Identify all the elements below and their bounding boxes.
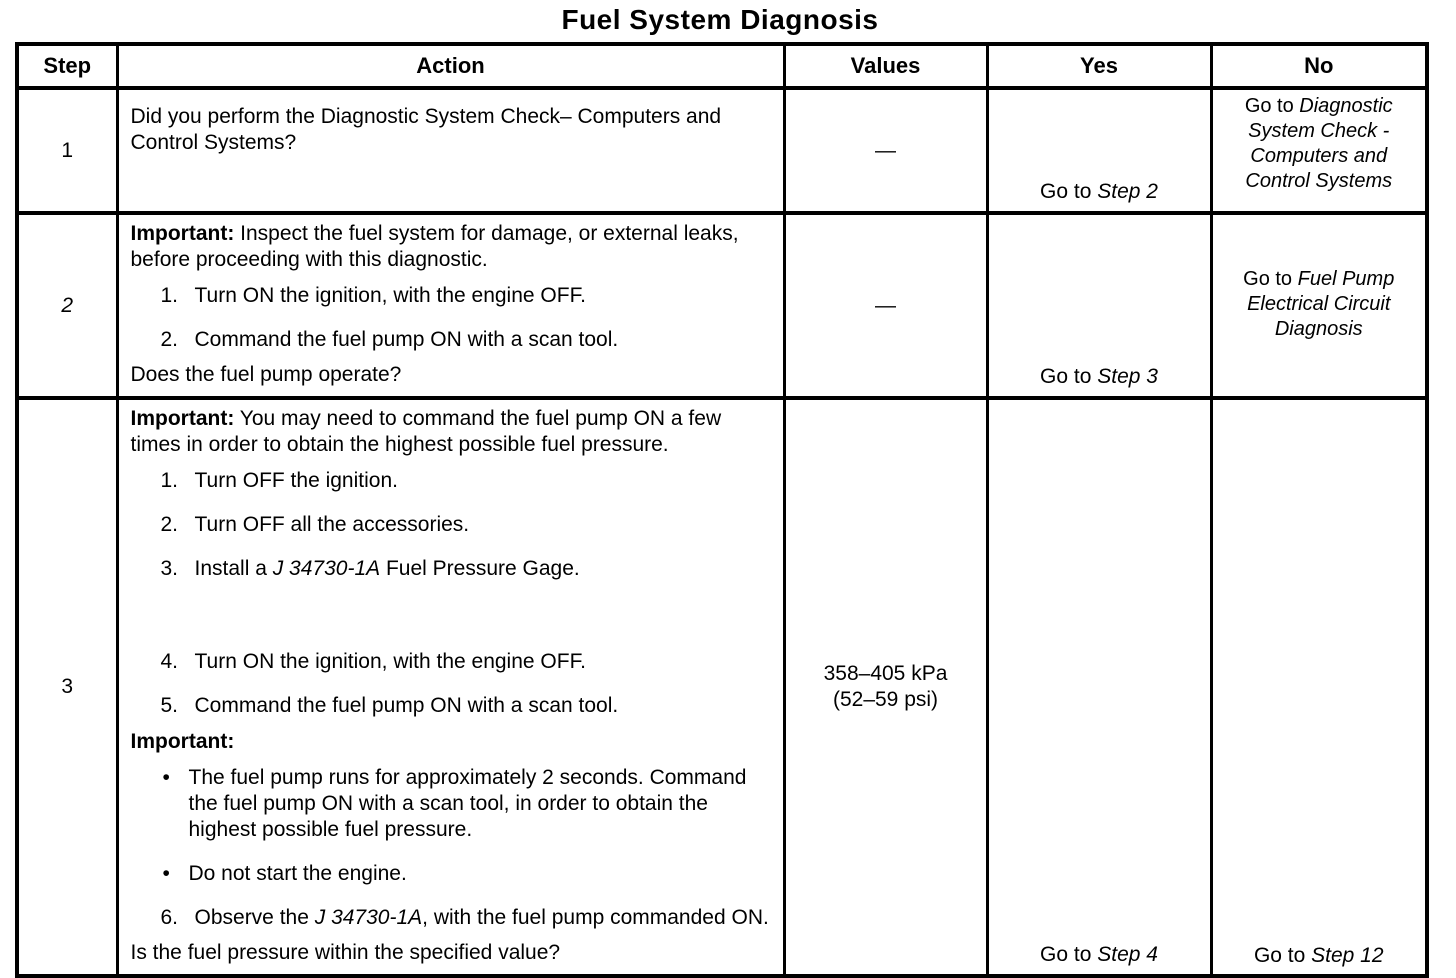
col-header-no: No: [1209, 42, 1429, 90]
diagnosis-table: Step Action Values Yes No 1 Did you perf…: [15, 42, 1429, 978]
text-run: Fuel Pump Electrical Circuit Diagnosis: [1247, 268, 1395, 340]
list-item-text: Turn OFF all the accessories.: [195, 512, 773, 538]
text-run: Observe the: [194, 906, 315, 929]
values-cell: —: [782, 211, 989, 400]
list-marker: 1.: [160, 469, 179, 492]
action-cell: Important: Inspect the fuel system for d…: [115, 211, 786, 400]
step-number: 2: [15, 211, 119, 400]
action-content: Important: You may need to command the f…: [120, 402, 781, 972]
text-run: Fuel Pressure Gage.: [380, 557, 580, 580]
text-run: Does the fuel pump operate?: [130, 363, 402, 386]
list-item-text: Turn ON the ignition, with the engine OF…: [195, 649, 773, 675]
list-item-text: Do not start the engine.: [189, 861, 773, 887]
text-run: Diagnostic System Check - Computers and …: [1245, 95, 1393, 192]
action-item: 5. Command the fuel pump ON with a scan t…: [131, 693, 773, 719]
text-run: Go to: [1040, 943, 1098, 966]
text-run: Step 2: [1097, 180, 1158, 203]
text-run: You may need to command the fuel pump ON…: [130, 407, 722, 456]
action-item: Important: You may need to command the f…: [131, 406, 773, 458]
table-row: 2 Important: Inspect the fuel system for…: [15, 211, 1429, 400]
text-run: J 34730-1A: [314, 906, 423, 929]
list-marker: 2.: [160, 328, 179, 351]
list-item-text: Observe the J 34730-1A, with the fuel pu…: [195, 905, 773, 931]
text-run: Important:: [130, 222, 235, 245]
no-cell: Go to Fuel Pump Electrical Circuit Diagn…: [1209, 211, 1429, 400]
list-marker: 4.: [160, 650, 179, 673]
action-item: 6. Observe the J 34730-1A, with the fuel …: [131, 905, 773, 931]
list-marker: •: [162, 766, 170, 789]
action-content: Important: Inspect the fuel system for d…: [120, 217, 781, 394]
text-run: Go to: [1243, 268, 1298, 290]
table-row: 3 Important: You may need to command the…: [15, 396, 1429, 978]
text-run: Go to: [1244, 95, 1300, 117]
list-marker: 6.: [160, 906, 179, 929]
no-cell: Go to Step 12: [1209, 396, 1429, 978]
list-marker: 1.: [160, 284, 179, 307]
step-number: 1: [15, 86, 119, 215]
yes-cell: Go to Step 3: [985, 211, 1213, 400]
list-marker: 3.: [160, 557, 179, 580]
action-item: 2. Turn OFF all the accessories.: [131, 512, 773, 538]
list-marker: 5.: [160, 694, 179, 717]
text-run: Turn ON the ignition, with the engine OF…: [194, 650, 586, 673]
action-item: 2. Command the fuel pump ON with a scan t…: [131, 327, 773, 353]
text-run: Important:: [130, 407, 235, 430]
text-run: Step 4: [1097, 943, 1158, 966]
list-item-text: Command the fuel pump ON with a scan too…: [195, 327, 773, 353]
table-row: 1 Did you perform the Diagnostic System …: [15, 86, 1429, 215]
text-run: Turn OFF all the accessories.: [194, 513, 470, 536]
col-header-yes: Yes: [985, 42, 1213, 90]
text-run: Step 12: [1311, 944, 1384, 967]
list-item-text: Install a J 34730-1A Fuel Pressure Gage.: [195, 556, 773, 582]
action-item: 1. Turn ON the ignition, with the engine …: [131, 283, 773, 309]
action-item: • Do not start the engine.: [131, 861, 773, 887]
list-item-text: Turn OFF the ignition.: [195, 468, 773, 494]
no-cell: Go to Diagnostic System Check - Computer…: [1209, 86, 1429, 215]
text-run: Did you perform the Diagnostic System Ch…: [130, 105, 722, 154]
col-header-step: Step: [15, 42, 119, 90]
values-cell: —: [782, 86, 989, 215]
text-run: Command the fuel pump ON with a scan too…: [194, 328, 619, 351]
action-item: 3. Install a J 34730-1A Fuel Pressure Gag…: [131, 556, 773, 582]
action-cell: Did you perform the Diagnostic System Ch…: [115, 86, 786, 215]
step-number: 3: [15, 396, 119, 978]
text-run: Turn OFF the ignition.: [194, 469, 398, 492]
text-run: Inspect the fuel system for damage, or e…: [130, 222, 739, 271]
action-item: 4. Turn ON the ignition, with the engine …: [131, 649, 773, 675]
action-content: Did you perform the Diagnostic System Ch…: [120, 92, 781, 209]
list-item-text: Command the fuel pump ON with a scan too…: [195, 693, 773, 719]
header-row: Step Action Values Yes No: [15, 42, 1429, 90]
list-marker: 2.: [160, 513, 179, 536]
text-run: Step 3: [1097, 365, 1158, 388]
action-item: Important: Inspect the fuel system for d…: [131, 221, 773, 273]
yes-cell: Go to Step 4: [985, 396, 1213, 978]
page-title: Fuel System Diagnosis: [561, 4, 879, 35]
list-item-text: Turn ON the ignition, with the engine OF…: [195, 283, 773, 309]
action-item: 1. Turn OFF the ignition.: [131, 468, 773, 494]
action-item: Did you perform the Diagnostic System Ch…: [131, 104, 773, 156]
list-marker: •: [162, 862, 170, 885]
text-run: The fuel pump runs for approximately 2 s…: [188, 766, 747, 841]
action-item: Does the fuel pump operate?: [131, 362, 773, 388]
text-run: Command the fuel pump ON with a scan too…: [194, 694, 619, 717]
text-run: Important:: [130, 730, 235, 753]
action-item: Important:: [131, 729, 773, 755]
text-run: Go to: [1253, 944, 1312, 967]
text-run: Install a: [194, 557, 273, 580]
yes-cell: Go to Step 2: [985, 86, 1213, 215]
action-item: Is the fuel pressure within the specifie…: [131, 940, 773, 966]
text-run: J 34730-1A: [272, 557, 381, 580]
text-run: Go to: [1040, 180, 1098, 203]
text-run: Is the fuel pressure within the specifie…: [130, 941, 561, 964]
values-cell: 358–405 kPa (52–59 psi): [782, 396, 989, 978]
list-item-text: The fuel pump runs for approximately 2 s…: [189, 765, 773, 843]
action-item: • The fuel pump runs for approximately 2 …: [131, 765, 773, 843]
action-cell: Important: You may need to command the f…: [115, 396, 786, 978]
col-header-action: Action: [115, 42, 786, 90]
text-run: Do not start the engine.: [188, 862, 407, 885]
col-header-values: Values: [782, 42, 989, 90]
text-run: , with the fuel pump commanded ON.: [422, 906, 769, 929]
text-run: Go to: [1040, 365, 1098, 388]
text-run: Turn ON the ignition, with the engine OF…: [194, 284, 586, 307]
